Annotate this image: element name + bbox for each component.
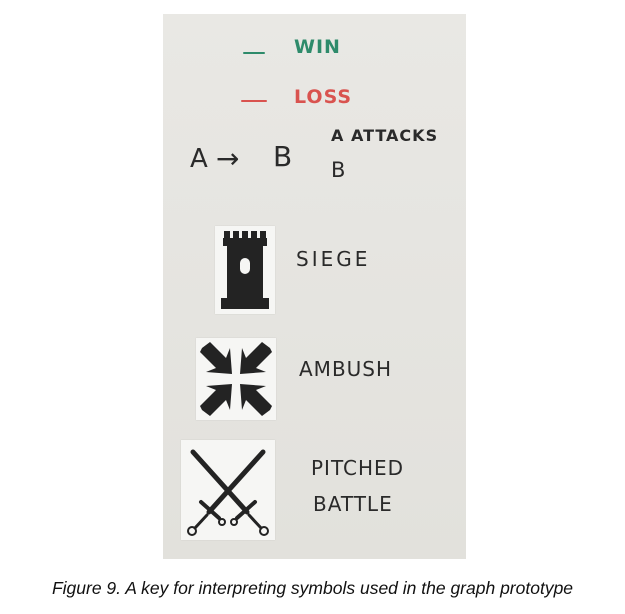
attack-symbol-a: A: [190, 144, 209, 174]
ambush-card: [196, 338, 276, 420]
loss-line: [241, 100, 267, 102]
siege-label: SIEGE: [296, 247, 371, 271]
figure-caption: Figure 9. A key for interpreting symbols…: [51, 578, 574, 598]
ambush-label: AMBUSH: [299, 357, 393, 381]
siege-card: [215, 226, 275, 314]
win-label: WIN: [294, 36, 341, 58]
battle-label-line1: PITCHED: [311, 456, 405, 480]
loss-label: LOSS: [294, 86, 353, 108]
battle-card: [181, 440, 275, 540]
key-photo: WIN LOSS A → B A ATTACKS B SIEGE: [163, 14, 466, 559]
win-line: [243, 52, 265, 54]
attack-label-line1: A ATTACKS: [331, 126, 439, 145]
battle-label-line2: BATTLE: [313, 492, 393, 516]
tower-icon: [221, 231, 269, 309]
attack-arrow-icon: →: [216, 142, 241, 175]
arrows-inward-icon: [200, 342, 272, 416]
attack-label-line2: B: [331, 158, 347, 182]
crossed-swords-icon: [187, 449, 269, 536]
attack-symbol-b: B: [273, 140, 294, 173]
